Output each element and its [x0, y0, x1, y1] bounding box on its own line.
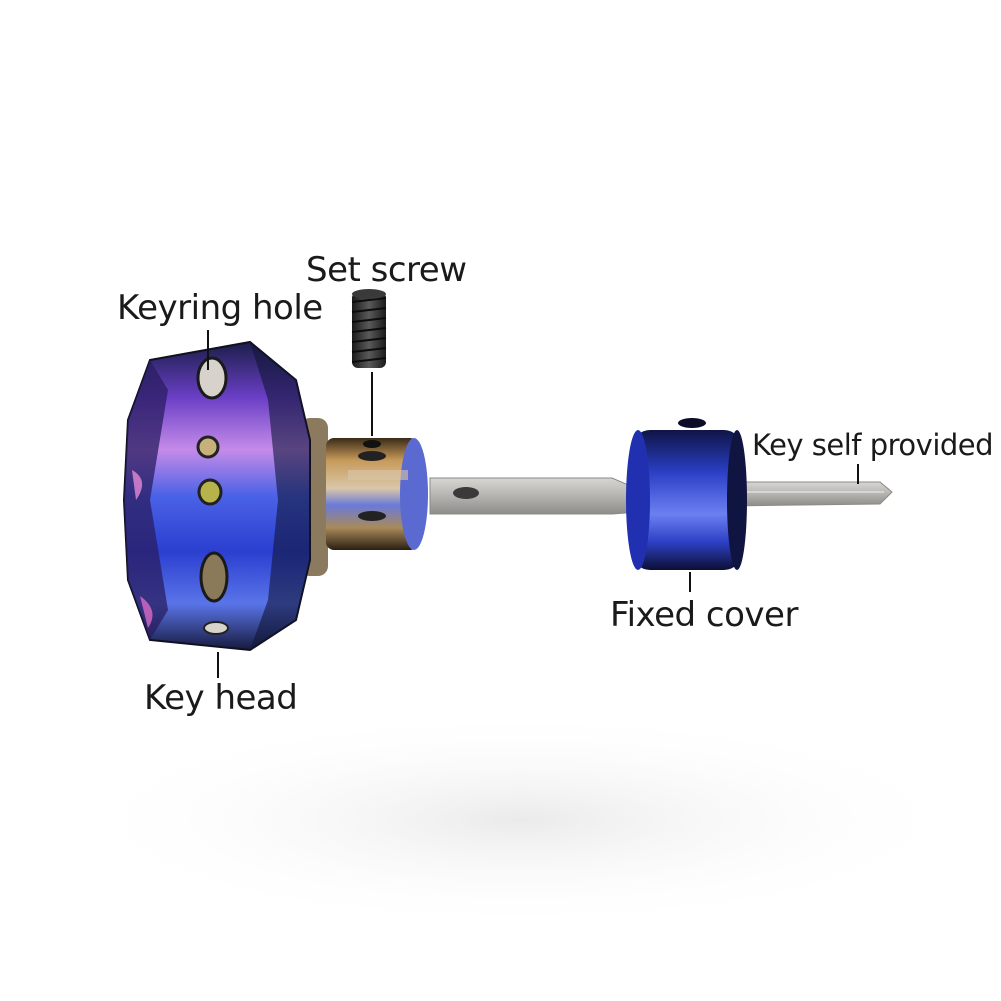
label-keyring-hole: Keyring hole	[117, 288, 323, 328]
set-screw	[351, 289, 387, 368]
floor-shadow	[60, 710, 980, 930]
shaft-collar	[300, 418, 428, 576]
leader-keyring-hole	[207, 330, 209, 370]
label-set-screw: Set screw	[306, 250, 467, 290]
key-head	[122, 340, 311, 652]
leader-key-self-provided	[857, 464, 859, 484]
label-key-head: Key head	[144, 678, 298, 718]
fixed-cover	[626, 418, 747, 570]
leader-fixed-cover	[689, 572, 691, 592]
label-key-self-provided: Key self provided	[752, 428, 994, 462]
label-fixed-cover: Fixed cover	[610, 595, 798, 635]
key-blade	[429, 477, 893, 515]
leader-key-head	[217, 652, 219, 678]
leader-set-screw	[371, 372, 373, 436]
